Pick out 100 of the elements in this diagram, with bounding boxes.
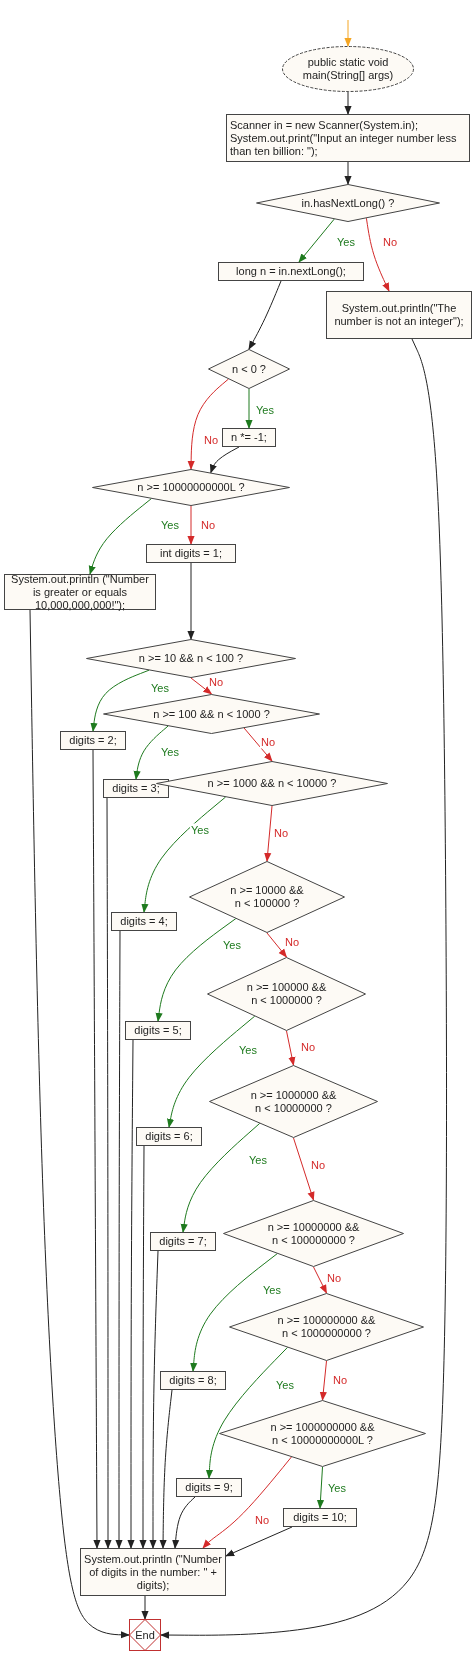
decision-diamond (208, 349, 290, 389)
arrow (159, 1389, 173, 1549)
process-box (283, 1508, 357, 1527)
process-box (4, 574, 156, 610)
edge-label: Yes (336, 235, 356, 249)
node-text: int digits = 1; (158, 547, 224, 560)
node-text: digits = 3; (111, 782, 161, 795)
arrow (245, 388, 253, 429)
node-text: digits = 2; (68, 734, 118, 747)
edge-label: No (299, 1040, 317, 1054)
process-box (111, 912, 177, 931)
arrow (243, 727, 273, 762)
condition-text: n >= 1000000 && n < 10000000 ? (249, 1088, 338, 1115)
arrow (141, 796, 227, 913)
process-box (103, 779, 169, 798)
arrow (344, 91, 352, 115)
arrow (293, 1137, 315, 1201)
arrow (316, 1466, 325, 1509)
condition-text: n >= 10000 && n < 100000 ? (229, 884, 305, 910)
decision-diamond (256, 184, 440, 222)
node-text: digits = 8; (168, 1374, 218, 1387)
arrow (209, 446, 240, 474)
edge-label: No (199, 518, 217, 532)
decision-diamond (189, 861, 345, 933)
decision-diamond (92, 469, 290, 506)
arrow (90, 669, 150, 732)
edge-label: Yes (160, 518, 180, 532)
edge-label: No (325, 1271, 343, 1285)
process-box (176, 1478, 242, 1497)
edge-label: Yes (255, 403, 275, 417)
arrow (248, 280, 282, 350)
condition-text: n >= 100000000 && n < 1000000000 ? (276, 1314, 377, 1340)
node-text: System.out.println ("Number is greater or equals 10,000,000,000!"); (10, 572, 150, 612)
condition-text: n >= 100 && n < 1000 ? (152, 707, 271, 721)
decision-diamond (207, 957, 366, 1031)
edge-label: Yes (262, 1283, 282, 1297)
edge-label: Yes (160, 745, 180, 759)
decision-diamond (219, 1400, 426, 1467)
decision-diamond (103, 694, 320, 734)
arrow (180, 1122, 261, 1233)
edge-label: No (283, 935, 301, 949)
arrow (190, 1253, 278, 1372)
arrow (225, 1526, 293, 1557)
process-box (160, 1371, 226, 1390)
node-text: digits = 10; (292, 1511, 348, 1524)
node-text: digits = 4; (119, 915, 169, 928)
condition-text: in.hasNextLong() ? (300, 196, 396, 210)
process-box (125, 1021, 191, 1040)
condition-text: n >= 1000000000 && n < 10000000000L ? (269, 1420, 376, 1447)
arrow (187, 505, 195, 545)
node-text: System.out.println ("Number of digits in the number: " + digits); (83, 1552, 223, 1592)
arrow (319, 1360, 327, 1401)
decision-diamond (209, 1065, 378, 1138)
edge-label: No (207, 675, 225, 689)
condition-text: n >= 1000 && n < 10000 ? (206, 777, 338, 790)
edge-label: No (272, 826, 290, 840)
arrow (155, 918, 237, 1022)
node-text: digits = 9; (184, 1481, 234, 1494)
node-text: digits = 5; (133, 1024, 183, 1037)
node-text: public static void main(String[] args) (301, 56, 395, 82)
arrow (141, 1595, 149, 1620)
arrow (133, 725, 169, 780)
edge-label: No (331, 1373, 349, 1387)
decision-diamond (229, 1293, 424, 1361)
arrow (202, 1456, 292, 1549)
node-text: System.out.println("The number is not an integer"); (333, 302, 465, 328)
condition-text: n >= 10000000000L ? (136, 481, 246, 494)
process-box (150, 1232, 216, 1251)
arrow (313, 1266, 327, 1294)
start-ellipse (282, 46, 414, 92)
arrow (365, 217, 390, 292)
node-text: n *= -1; (230, 431, 268, 444)
edge-label: No (202, 433, 220, 447)
arrow (88, 498, 152, 575)
condition-text: n < 0 ? (231, 362, 267, 376)
edge-label: No (253, 1513, 271, 1527)
edge-label: No (309, 1158, 327, 1172)
edge-label: Yes (222, 938, 242, 952)
edge-label: No (381, 235, 399, 249)
arrow (344, 19, 352, 47)
arrow (344, 161, 352, 185)
arrow (190, 677, 213, 695)
arrow (115, 930, 123, 1549)
process-box (326, 291, 472, 339)
edge-label: Yes (248, 1153, 268, 1167)
node-text: End (135, 1628, 155, 1642)
arrow (298, 218, 335, 263)
arrow (266, 932, 288, 958)
edge-label: Yes (190, 823, 210, 837)
condition-text: n >= 100000 && n < 1000000 ? (245, 981, 328, 1007)
node-text: Scanner in = new Scanner(System.in); System.out.print("Input an integer number less than ten billion: "); (229, 118, 458, 158)
decision-diamond (223, 1200, 404, 1267)
edge-label: Yes (238, 1043, 258, 1057)
arrow (172, 1496, 196, 1549)
edge-label: Yes (150, 681, 170, 695)
node-text: digits = 7; (158, 1235, 208, 1248)
process-box (146, 544, 236, 563)
arrow (127, 1039, 135, 1549)
end-terminator (129, 1619, 161, 1651)
arrow (187, 562, 195, 640)
